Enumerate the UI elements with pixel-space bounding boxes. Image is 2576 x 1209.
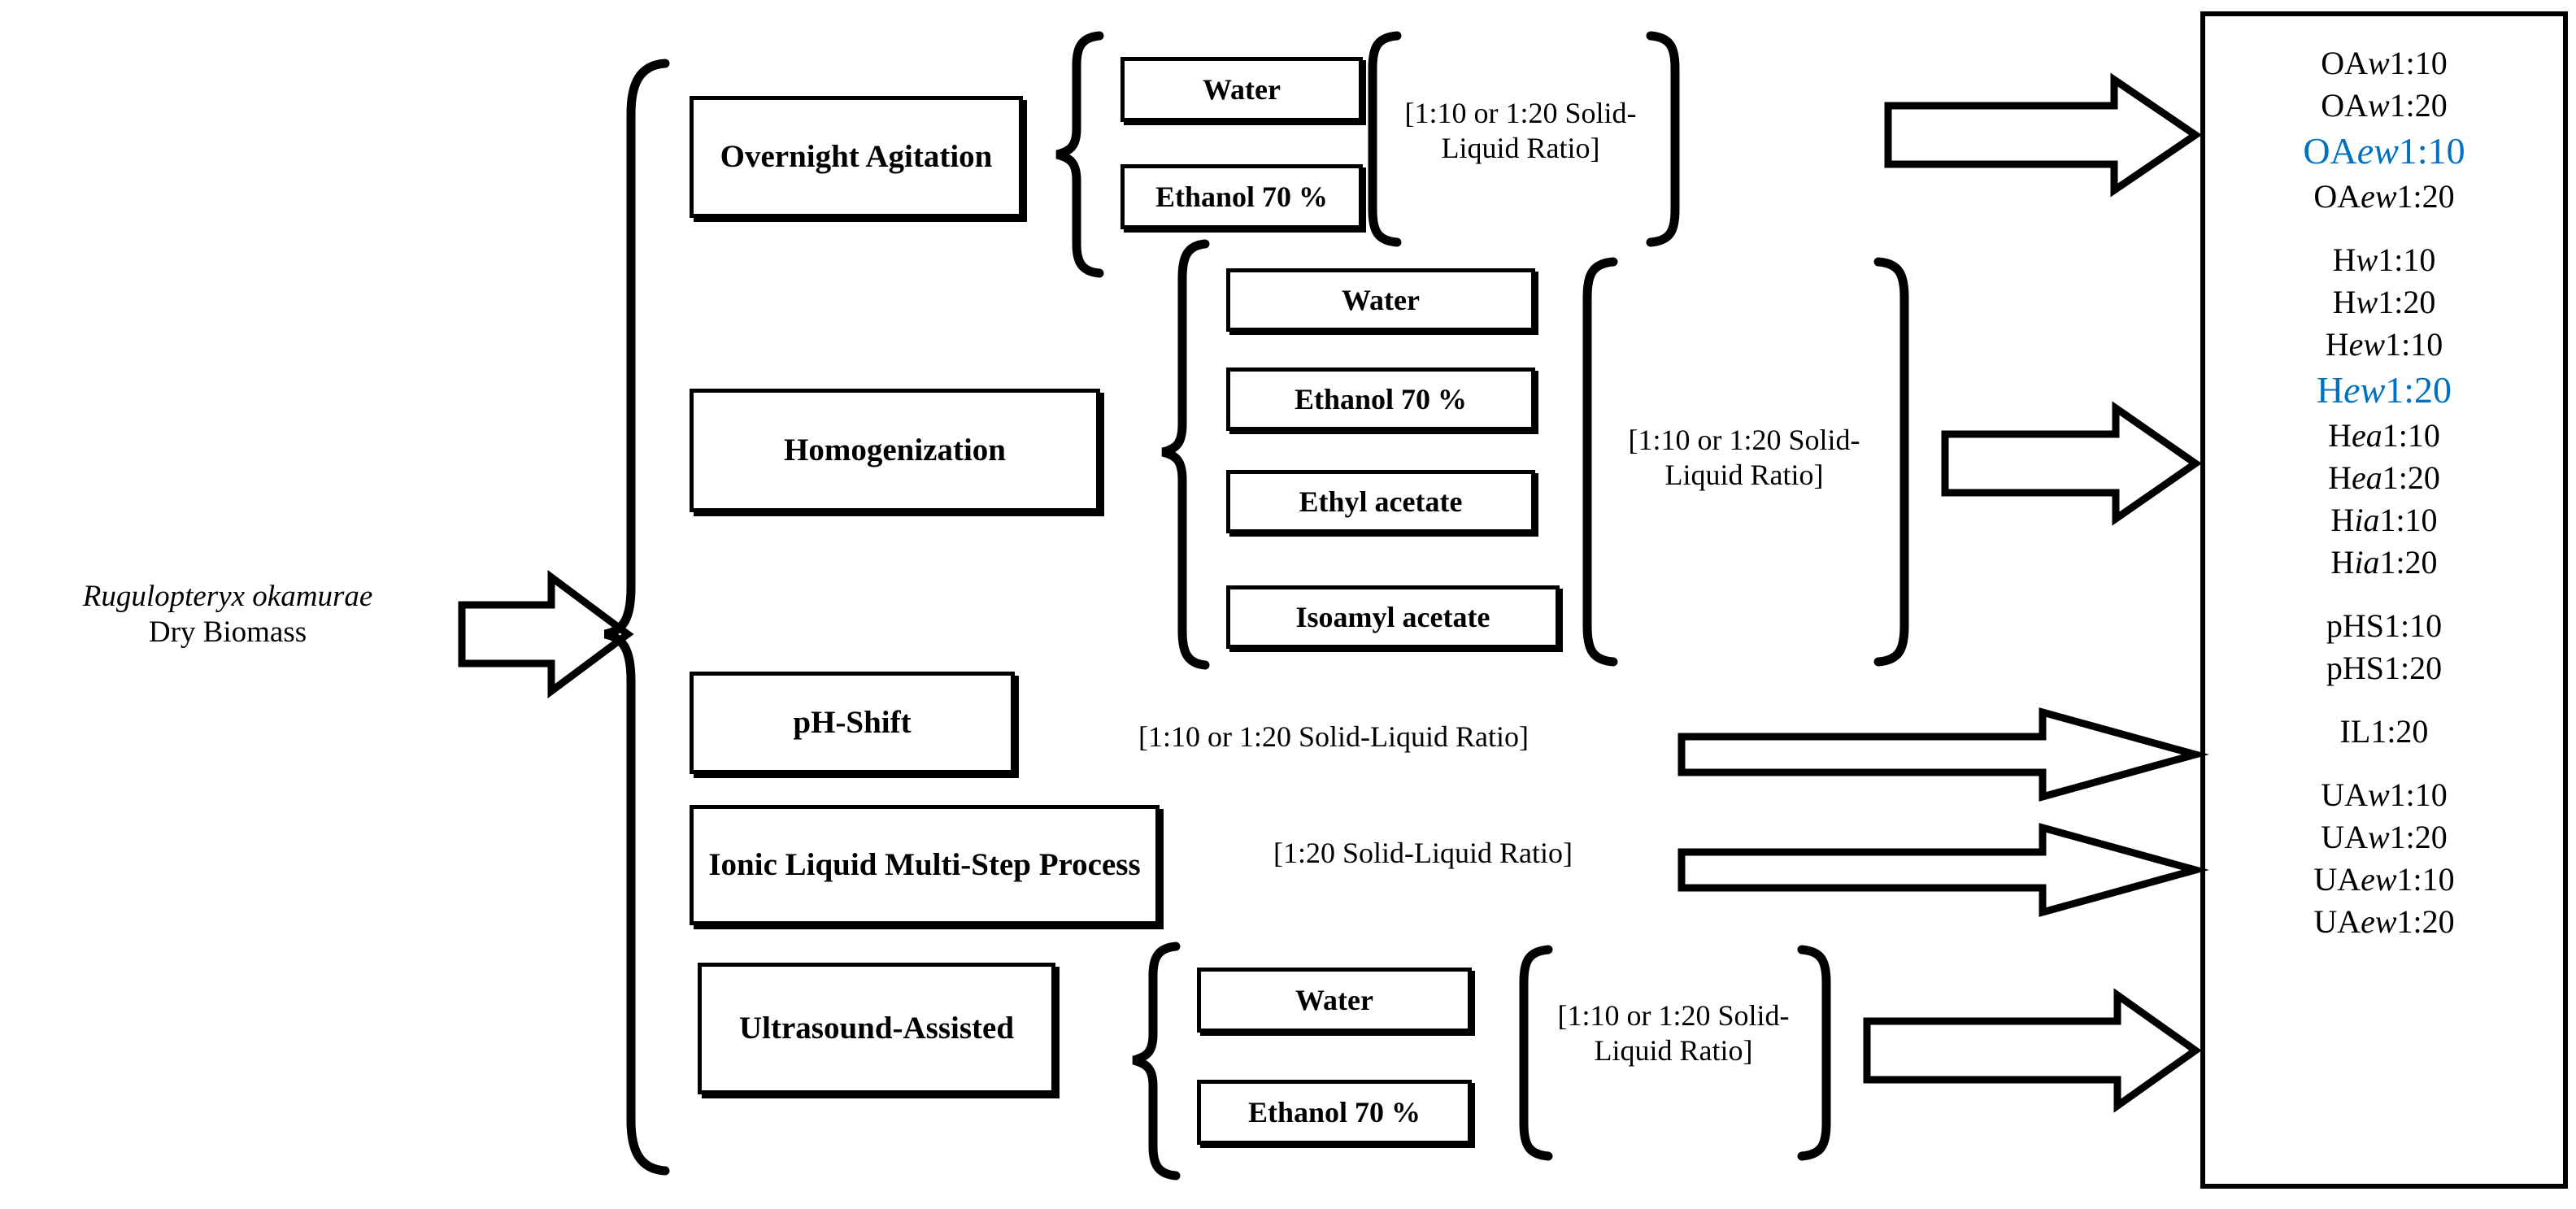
- result-entry: Hia1:20: [2330, 543, 2438, 581]
- brace-homogenization: [1161, 239, 1210, 670]
- result-entry: UAew1:10: [2313, 860, 2455, 898]
- result-entry: Hea1:10: [2328, 416, 2440, 454]
- biomass-descriptor: Dry Biomass: [148, 615, 307, 649]
- result-entry: UAw1:10: [2321, 776, 2448, 813]
- ratio-label-ultrasound-assisted: [1:10 or 1:20 Solid-Liquid Ratio]: [1557, 999, 1790, 1068]
- arrow-homogenization-to-results: [1941, 401, 2202, 526]
- source-biomass-label: Rugulopteryx okamurae Dry Biomass: [8, 579, 447, 650]
- results-group-spacer: [2205, 689, 2563, 711]
- solvent-box-h-ethanol[interactable]: Ethanol 70 %: [1226, 367, 1535, 431]
- result-entry: pHS1:10: [2326, 607, 2443, 644]
- result-entry: OAew1:20: [2313, 177, 2455, 215]
- brace-ultrasound-assisted: [1132, 942, 1181, 1181]
- brace-overnight-agitation: [1055, 31, 1104, 278]
- results-group-ionic-liquid: IL1:20: [2205, 711, 2563, 753]
- solvent-box-h-ethyl-acetate[interactable]: Ethyl acetate: [1226, 470, 1535, 533]
- result-entry: Hea1:20: [2328, 459, 2440, 496]
- result-entry: Hw1:10: [2332, 241, 2436, 278]
- solvent-box-ua-ethanol[interactable]: Ethanol 70 %: [1197, 1080, 1472, 1145]
- result-entry: IL1:20: [2339, 712, 2429, 750]
- ratio-label-ionic-liquid: [1:20 Solid-Liquid Ratio]: [1273, 837, 1573, 869]
- result-entry: Hw1:20: [2332, 283, 2436, 320]
- results-group-spacer: [2205, 218, 2563, 239]
- results-group-spacer: [2205, 753, 2563, 774]
- result-entry: OAw1:20: [2321, 87, 2448, 124]
- solvent-box-oa-water[interactable]: Water: [1120, 57, 1363, 122]
- method-box-homogenization[interactable]: Homogenization: [690, 389, 1100, 512]
- method-box-ultrasound-assisted[interactable]: Ultrasound-Assisted: [698, 963, 1055, 1094]
- method-box-overnight-agitation[interactable]: Overnight Agitation: [690, 96, 1023, 218]
- result-entry: Hew1:10: [2325, 325, 2443, 363]
- result-entry: UAew1:20: [2313, 902, 2455, 940]
- arrow-biomass-to-methods: [458, 570, 634, 698]
- main-brace: [603, 59, 670, 1176]
- result-entry: OAew1:10: [2303, 130, 2465, 172]
- species-name: Rugulopteryx okamurae: [82, 580, 373, 613]
- ratio-label-homogenization: [1:10 or 1:20 Solid-Liquid Ratio]: [1628, 424, 1860, 492]
- method-box-ionic-liquid[interactable]: Ionic Liquid Multi-Step Process: [690, 805, 1160, 925]
- solvent-box-h-water[interactable]: Water: [1226, 268, 1535, 332]
- result-entry: UAw1:20: [2321, 818, 2448, 855]
- arrow-ionic-liquid-to-results: [1677, 823, 2209, 917]
- solvent-box-h-isoamyl-acetate[interactable]: Isoamyl acetate: [1226, 585, 1560, 649]
- result-entry: pHS1:20: [2326, 649, 2443, 686]
- results-group-ph-shift: pHS1:10 pHS1:20: [2205, 605, 2563, 689]
- result-entry: OAw1:10: [2321, 45, 2448, 81]
- arrow-ultrasound-to-results: [1863, 988, 2202, 1113]
- arrow-ph-shift-to-results: [1677, 707, 2209, 802]
- solvent-box-oa-ethanol[interactable]: Ethanol 70 %: [1120, 164, 1363, 229]
- arrow-overnight-agitation-to-results: [1884, 72, 2203, 198]
- method-box-ph-shift[interactable]: pH-Shift: [690, 672, 1015, 774]
- results-group-spacer: [2205, 584, 2563, 605]
- result-entry: Hew1:20: [2316, 368, 2452, 411]
- ratio-label-overnight-agitation: [1:10 or 1:20 Solid-Liquid Ratio]: [1404, 97, 1637, 165]
- ratio-label-ph-shift: [1:10 or 1:20 Solid-Liquid Ratio]: [1138, 720, 1529, 753]
- result-entry: Hia1:10: [2330, 501, 2438, 538]
- solvent-box-ua-water[interactable]: Water: [1197, 968, 1472, 1033]
